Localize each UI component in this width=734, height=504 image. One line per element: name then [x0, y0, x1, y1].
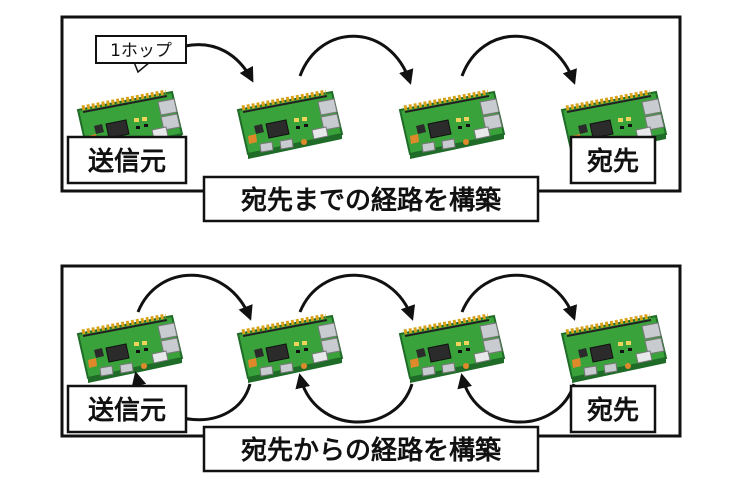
- caption: 宛先までの経路を構築: [241, 185, 502, 216]
- reverse-arrow: [295, 373, 414, 424]
- hop-arrow: [460, 34, 577, 85]
- board-icon: [238, 316, 342, 383]
- sender-label: 送信元: [88, 396, 166, 426]
- destination-label-box: [569, 384, 657, 434]
- forward-arrow: [460, 273, 578, 321]
- destination-label-box: [569, 135, 657, 185]
- caption-box: [202, 175, 540, 223]
- board-icon: [562, 316, 666, 383]
- hop-callout-label: 1ホップ: [110, 41, 172, 61]
- board-icon: [400, 316, 504, 383]
- forward-arrow: [298, 273, 416, 321]
- reverse-arrow: [457, 373, 576, 424]
- board-icon: [238, 92, 342, 159]
- top-panel: 1ホップ 送信元 宛先 宛先までの経路を構築: [60, 15, 682, 223]
- caption-box: [202, 425, 540, 473]
- board-icon: [78, 316, 182, 383]
- caption: 宛先からの経路を構築: [241, 435, 502, 466]
- sender-label-box: [66, 384, 188, 434]
- destination-label: 宛先: [587, 146, 639, 177]
- forward-arrow: [136, 273, 253, 321]
- hop-arrow: [298, 34, 414, 85]
- bottom-panel: 送信元 宛先 宛先からの経路を構築: [60, 264, 682, 473]
- sender-label: 送信元: [88, 147, 166, 177]
- board-icon: [400, 92, 504, 159]
- hop-arrow: [184, 43, 254, 83]
- hop-callout-box: [95, 35, 187, 64]
- sender-label-box: [66, 135, 188, 185]
- destination-label: 宛先: [587, 395, 639, 426]
